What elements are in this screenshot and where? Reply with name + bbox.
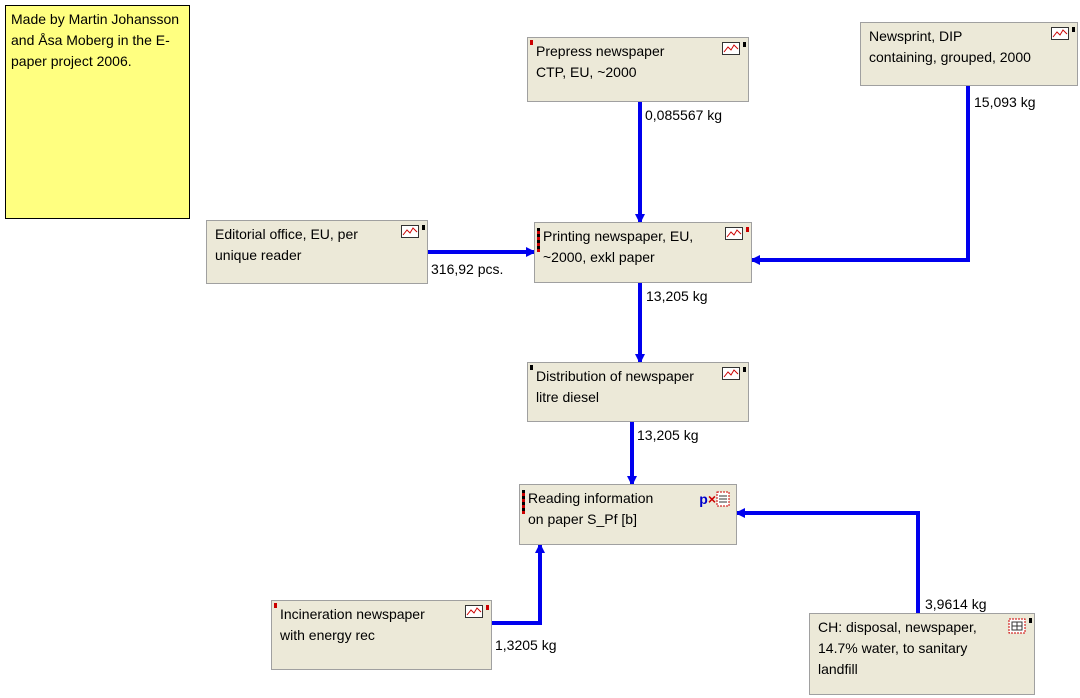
status-flag: [530, 365, 533, 370]
graph-icon: [725, 227, 743, 240]
node-printing[interactable]: Printing newspaper, EU, ~2000, exkl pape…: [534, 222, 752, 283]
flow-label-printing: 13,205 kg: [646, 288, 708, 304]
node-label: Editorial office, EU, per unique reader: [215, 226, 358, 263]
node-editorial[interactable]: Editorial office, EU, per unique reader: [206, 220, 428, 284]
arrow-newsprint-to-printing: [750, 86, 970, 265]
node-incineration[interactable]: Incineration newspaper with energy rec: [271, 600, 492, 670]
corner-mark: [746, 227, 749, 232]
node-distribution[interactable]: Distribution of newspaper litre diesel: [527, 362, 749, 422]
graph-icon: [722, 42, 740, 55]
grid-icon: [1008, 618, 1026, 634]
arrow-landfill-to-reading: [735, 508, 920, 613]
flow-label-distribution: 13,205 kg: [637, 427, 699, 443]
node-landfill[interactable]: CH: disposal, newspaper, 14.7% water, to…: [809, 613, 1035, 695]
status-flag: [274, 603, 277, 608]
node-label: Prepress newspaper CTP, EU, ~2000: [536, 43, 665, 80]
graph-icon: [1051, 27, 1069, 40]
corner-mark: [1072, 27, 1075, 32]
corner-mark: [743, 367, 746, 372]
node-prepress[interactable]: Prepress newspaper CTP, EU, ~2000: [527, 37, 749, 102]
node-newsprint[interactable]: Newsprint, DIP containing, grouped, 2000: [860, 22, 1078, 86]
node-label: Distribution of newspaper litre diesel: [536, 368, 694, 405]
status-bar: [522, 490, 525, 514]
node-label: Printing newspaper, EU, ~2000, exkl pape…: [543, 228, 694, 265]
author-note[interactable]: Made by Martin Johansson and Åsa Moberg …: [5, 5, 190, 219]
x-icon: ×: [707, 491, 716, 507]
flow-label-landfill: 3,9614 kg: [925, 596, 987, 612]
graph-icon: [722, 367, 740, 380]
corner-mark: [1029, 618, 1032, 623]
status-bar: [537, 228, 540, 252]
flow-label-incineration: 1,3205 kg: [495, 637, 557, 653]
node-label: Reading information on paper S_Pf [b]: [528, 490, 654, 527]
corner-mark: [743, 42, 746, 47]
p-icon: p: [699, 491, 708, 507]
node-label: Newsprint, DIP containing, grouped, 2000: [869, 28, 1031, 65]
corner-mark: [486, 605, 489, 610]
graph-icon: [401, 225, 419, 238]
flow-label-prepress: 0,085567 kg: [645, 107, 723, 123]
grid-icon: [716, 491, 730, 507]
node-label: Incineration newspaper with energy rec: [280, 606, 425, 643]
corner-mark: [422, 225, 425, 230]
node-reading[interactable]: Reading information on paper S_Pf [b] p×: [519, 484, 737, 545]
flow-label-editorial: 316,92 pcs.: [431, 261, 504, 277]
status-flag: [530, 40, 533, 45]
arrow-incineration-to-reading: [492, 543, 545, 625]
node-label: CH: disposal, newspaper, 14.7% water, to…: [818, 619, 977, 677]
flow-label-newsprint: 15,093 kg: [974, 94, 1036, 110]
graph-icon: [465, 605, 483, 618]
process-icons: p×: [699, 489, 730, 510]
